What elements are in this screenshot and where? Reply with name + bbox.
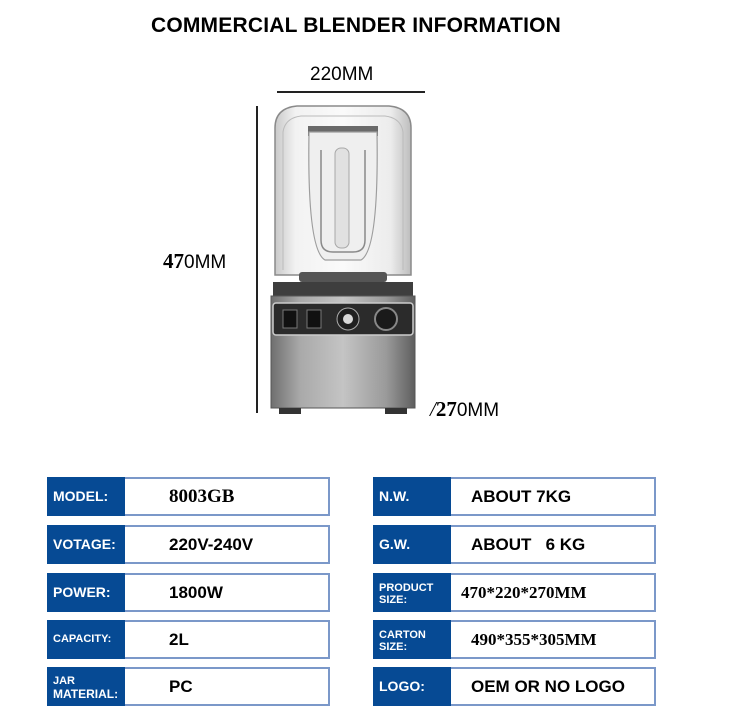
spec-row-jar-material: JAR MATERIAL: PC <box>47 667 330 706</box>
height-unit: 0MM <box>184 252 227 273</box>
spec-label-line2: SIZE: <box>379 593 408 606</box>
spec-label: CARTON SIZE: <box>373 620 451 659</box>
depth-dimension-label: /270MM <box>430 397 499 422</box>
spec-row-net-weight: N.W. ABOUT 7KG <box>373 477 656 516</box>
height-number: 47 <box>163 249 184 273</box>
spec-value: 8003GB <box>169 485 235 507</box>
spec-value: 220V-240V <box>169 534 254 554</box>
spec-value: PC <box>169 676 193 696</box>
depth-number: 27 <box>435 397 457 421</box>
spec-value: 490*355*305MM <box>471 629 597 649</box>
blender-product-image <box>270 105 416 414</box>
spec-label-line1: JAR <box>53 675 76 688</box>
spec-value: 2L <box>169 629 189 649</box>
spec-label: POWER: <box>47 573 125 612</box>
spec-label: MODEL: <box>47 477 125 516</box>
height-dimension-label: 470MM <box>163 249 226 274</box>
spec-row-gross-weight: G.W. ABOUT 6 KG <box>373 525 656 564</box>
spec-label: VOTAGE: <box>47 525 125 564</box>
spec-label: N.W. <box>373 477 451 516</box>
spec-label: CAPACITY: <box>47 620 125 659</box>
page-title: COMMERCIAL BLENDER INFORMATION <box>150 14 562 37</box>
spec-label: G.W. <box>373 525 451 564</box>
spec-label: PRODUCT SIZE: <box>373 573 451 612</box>
spec-label-line2: SIZE: <box>379 640 408 653</box>
spec-label: LOGO: <box>373 667 451 706</box>
spec-value: ABOUT 7KG <box>471 486 572 506</box>
spec-label-line2: MATERIAL: <box>53 686 119 701</box>
spec-row-logo: LOGO: OEM OR NO LOGO <box>373 667 656 706</box>
spec-label-line1: PRODUCT <box>379 581 434 594</box>
spec-value: 1800W <box>169 582 223 602</box>
spec-row-voltage: VOTAGE: 220V-240V <box>47 525 330 564</box>
spec-label: JAR MATERIAL: <box>47 667 125 706</box>
spec-value: OEM OR NO LOGO <box>471 676 625 696</box>
height-dimension-line <box>256 106 258 413</box>
spec-row-power: POWER: 1800W <box>47 573 330 612</box>
spec-row-product-size: PRODUCT SIZE: 470*220*270MM <box>373 573 656 612</box>
depth-unit: 0MM <box>456 400 500 421</box>
spec-row-carton-size: CARTON SIZE: 490*355*305MM <box>373 620 656 659</box>
width-dimension-line <box>277 91 425 93</box>
spec-label-line1: CARTON <box>379 628 426 641</box>
spec-row-model: MODEL: 8003GB <box>47 477 330 516</box>
depth-slash: / <box>430 397 436 421</box>
spec-value: ABOUT 6 KG <box>471 534 586 554</box>
spec-value: 470*220*270MM <box>461 582 587 602</box>
width-dimension-label: 220MM <box>310 64 374 85</box>
spec-row-capacity: CAPACITY: 2L <box>47 620 330 659</box>
